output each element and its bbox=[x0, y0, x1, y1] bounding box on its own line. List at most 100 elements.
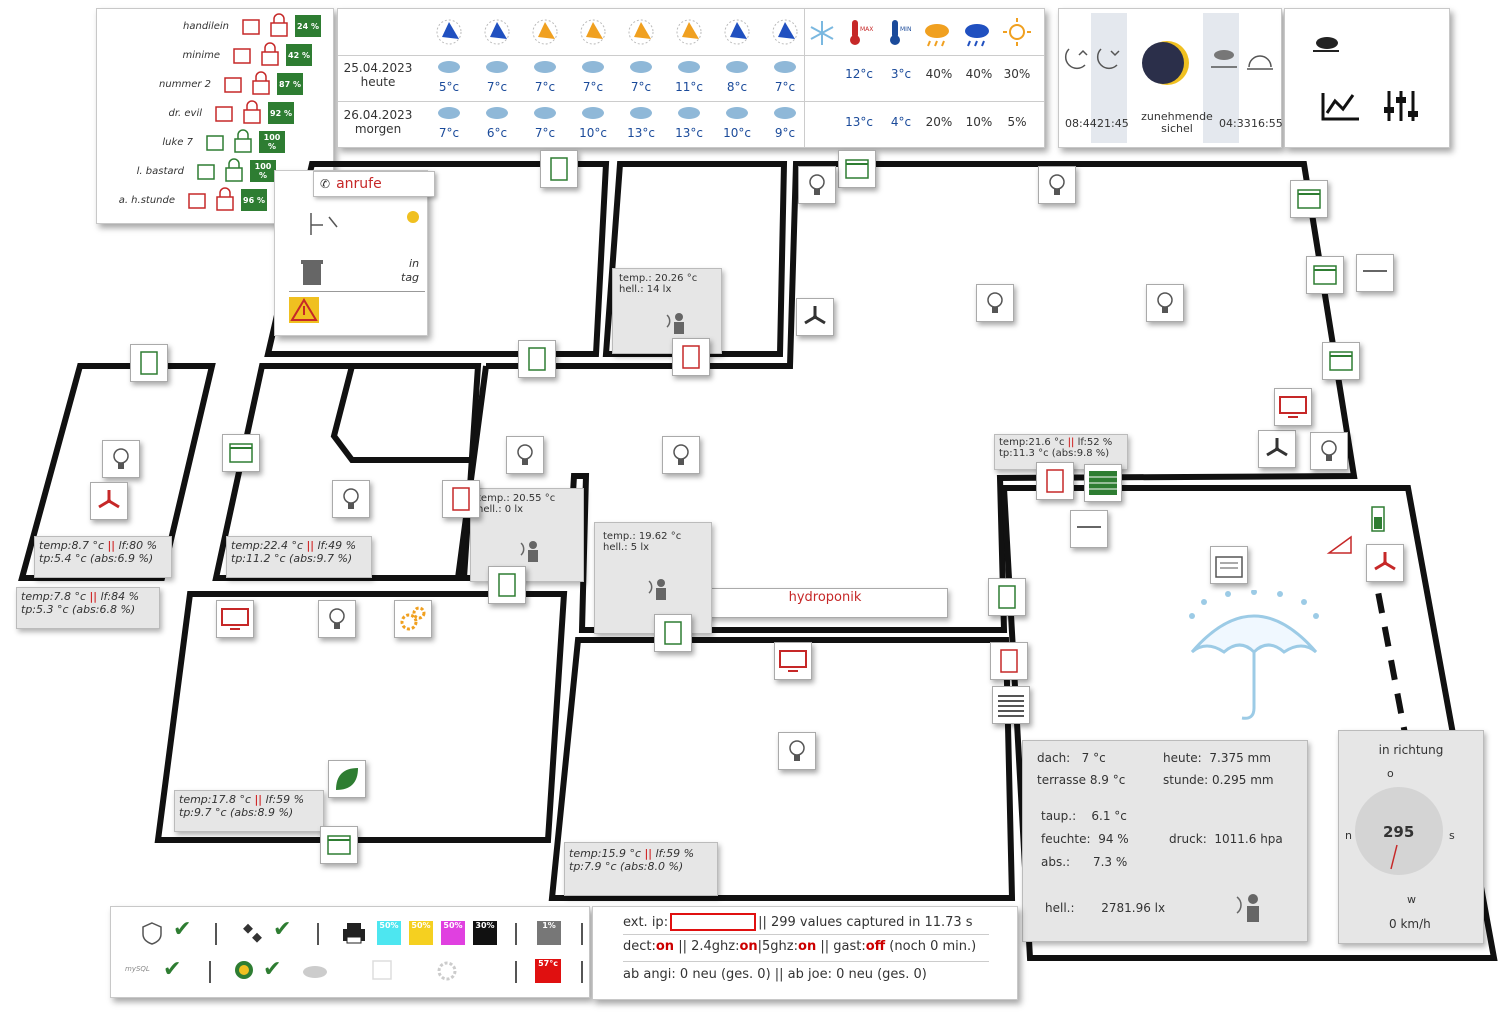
door-open-sensor[interactable] bbox=[672, 338, 710, 376]
fan-icon[interactable] bbox=[1366, 544, 1404, 582]
tv-icon[interactable] bbox=[774, 642, 812, 680]
door-sensor[interactable] bbox=[654, 614, 692, 652]
forecast-cell: 13°c bbox=[666, 103, 712, 140]
door-open-sensor[interactable] bbox=[1036, 462, 1074, 500]
leaf-icon[interactable] bbox=[328, 760, 366, 798]
window-sensor[interactable] bbox=[1290, 180, 1328, 218]
window-sensor[interactable] bbox=[838, 150, 876, 188]
door-sensor[interactable] bbox=[988, 578, 1026, 616]
device-status-icon bbox=[224, 77, 242, 93]
battery-percent: 92 % bbox=[268, 102, 294, 124]
gears-icon[interactable] bbox=[394, 600, 432, 638]
forecast-cell: 7°c bbox=[474, 57, 520, 94]
tv-icon[interactable] bbox=[216, 600, 254, 638]
tv-icon[interactable] bbox=[1274, 388, 1312, 426]
moonset-icon bbox=[1096, 48, 1120, 70]
shutter-icon[interactable] bbox=[992, 686, 1030, 724]
door-open-sensor[interactable] bbox=[990, 642, 1028, 680]
forecast-cell: 7°c bbox=[762, 57, 808, 94]
fan-icon[interactable] bbox=[90, 482, 128, 520]
cloud-icon bbox=[726, 61, 748, 73]
wind-panel: in richtung o n s w 295 0 km/h bbox=[1338, 730, 1484, 944]
presence-icon bbox=[270, 13, 288, 37]
sensor-room-left: temp:8.7 °c || lf:80 % tp:5.4 °c (abs:6.… bbox=[34, 536, 172, 578]
light-bulb-icon[interactable] bbox=[976, 284, 1014, 322]
presence-icon bbox=[225, 158, 243, 182]
fan-icon[interactable] bbox=[1258, 430, 1296, 468]
light-bulb-icon[interactable] bbox=[662, 436, 700, 474]
window-sensor[interactable] bbox=[320, 826, 358, 864]
forecast-cell: 6°c bbox=[474, 103, 520, 140]
wind-direction-icon bbox=[484, 19, 510, 45]
door-open-sensor[interactable] bbox=[442, 480, 480, 518]
light-bulb-icon[interactable] bbox=[102, 440, 140, 478]
user-row[interactable]: nummer 2 87 % bbox=[131, 71, 303, 97]
shutter-green-icon[interactable] bbox=[1084, 464, 1122, 502]
light-bulb-icon[interactable] bbox=[318, 600, 356, 638]
battery-percent: 87 % bbox=[277, 73, 303, 95]
light-bulb-icon[interactable] bbox=[506, 436, 544, 474]
calls-header[interactable]: ✆ anrufe bbox=[313, 171, 435, 197]
motion-sensor-icon bbox=[648, 579, 666, 600]
motion-sensor-icon bbox=[1236, 894, 1259, 922]
user-name: nummer 2 bbox=[159, 78, 211, 90]
wifi-status: dect:on || 2.4ghz:on|5ghz:on || gast:off… bbox=[623, 939, 977, 954]
light-bulb-icon[interactable] bbox=[1146, 284, 1184, 322]
snowflake-icon bbox=[810, 21, 834, 45]
presence-icon bbox=[261, 42, 279, 66]
settings-panel bbox=[1284, 8, 1450, 148]
wind-direction-icon bbox=[628, 19, 654, 45]
check-icon: ✔ bbox=[263, 957, 282, 982]
umbrella-rain-icon bbox=[1189, 590, 1319, 720]
light-bulb-icon[interactable] bbox=[1310, 432, 1348, 470]
sliders-icon[interactable] bbox=[1381, 89, 1421, 123]
window-sensor[interactable] bbox=[1322, 342, 1360, 380]
battery-percent: 42 % bbox=[286, 44, 312, 66]
light-bulb-icon[interactable] bbox=[778, 732, 816, 770]
dash-icon[interactable] bbox=[1070, 510, 1108, 548]
wind-direction: 295 bbox=[1383, 823, 1415, 841]
motion-sensor-icon bbox=[520, 541, 538, 562]
user-name: luke 7 bbox=[162, 136, 193, 148]
chart-icon[interactable] bbox=[1319, 89, 1361, 123]
light-bulb-icon[interactable] bbox=[798, 166, 836, 204]
door-sensor[interactable] bbox=[488, 566, 526, 604]
device-status-icon bbox=[242, 19, 260, 35]
cloud-icon bbox=[774, 107, 796, 119]
forecast-cell: 7°c bbox=[522, 103, 568, 140]
mysql-icon: mySQL bbox=[125, 965, 150, 973]
window-sensor[interactable] bbox=[1306, 256, 1344, 294]
cpu-load: 1% bbox=[537, 921, 561, 945]
cloud-icon bbox=[774, 61, 796, 73]
door-sensor[interactable] bbox=[518, 340, 556, 378]
ink-cyan: 50% bbox=[377, 921, 401, 945]
sensor-room-lowleft: temp:17.8 °c || lf:59 % tp:9.7 °c (abs:8… bbox=[174, 790, 324, 832]
dash-icon[interactable] bbox=[1356, 254, 1394, 292]
oven-icon[interactable] bbox=[1210, 546, 1248, 584]
hydroponik-label[interactable]: hydroponik bbox=[702, 588, 948, 618]
door-sensor[interactable] bbox=[540, 150, 578, 188]
light-bulb-icon[interactable] bbox=[332, 480, 370, 518]
weather-station-icon[interactable] bbox=[1309, 29, 1343, 57]
door-sensor[interactable] bbox=[130, 344, 168, 382]
device-status-icon bbox=[233, 48, 251, 64]
ink-magenta: 50% bbox=[441, 921, 465, 945]
light-bulb-icon[interactable] bbox=[1038, 166, 1076, 204]
wind-needle-icon bbox=[1390, 844, 1398, 870]
moonrise-time: 08:44 bbox=[1065, 117, 1097, 130]
moon-phase-icon bbox=[1142, 41, 1189, 85]
window-sensor[interactable] bbox=[222, 434, 260, 472]
forecast-cell: 9°c bbox=[762, 103, 808, 140]
network-info-panel: ext. ip: || 299 values captured in 11.73… bbox=[592, 906, 1018, 1000]
shield-icon bbox=[142, 922, 162, 945]
fan-icon[interactable] bbox=[796, 298, 834, 336]
